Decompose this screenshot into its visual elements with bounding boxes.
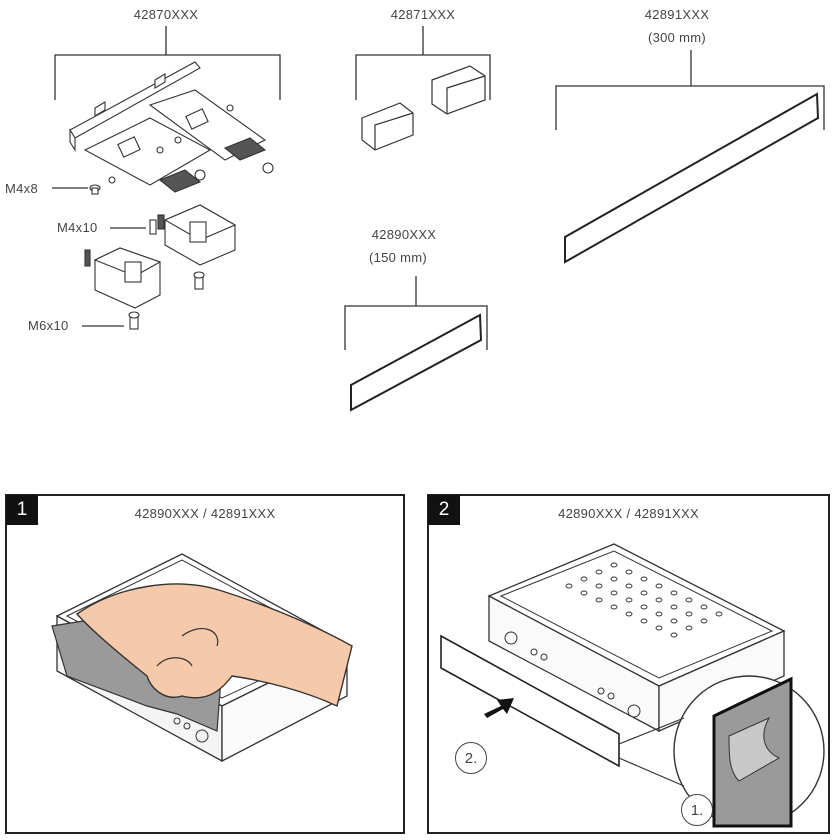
step-1-panel: 1 42890XXX / 42891XXX [5, 494, 405, 834]
trim-strip-150 [350, 313, 483, 412]
part-code-42871: 42871XXX [390, 7, 456, 22]
step-2-panel: 2 42890XXX / 42891XXX [427, 494, 830, 834]
bracket-42891 [555, 50, 825, 130]
part-code-42890: 42890XXX [371, 227, 437, 242]
trim-strip-300 [564, 92, 820, 264]
screw-leaders [52, 187, 146, 327]
step-2-illustration [440, 543, 825, 828]
end-caps-drawing [361, 65, 486, 151]
screw-label-m4x10: M4x10 [57, 220, 98, 235]
step-2-title: 42890XXX / 42891XXX [558, 506, 699, 521]
screws-drawing [84, 184, 205, 330]
step-1-illustration [51, 553, 353, 763]
grille-holes [565, 562, 723, 638]
step-2-number: 2 [428, 495, 460, 525]
callout-1: 1. [681, 794, 713, 826]
housing-drawings [93, 204, 237, 309]
part-length-150: (150 mm) [368, 250, 428, 265]
bracket-42871 [355, 26, 491, 100]
part-length-300: (300 mm) [647, 30, 707, 45]
step-1-title: 42890XXX / 42891XXX [134, 506, 276, 521]
mounting-plate-drawing [69, 61, 274, 193]
step-1-number: 1 [6, 495, 38, 525]
screw-label-m6x10: M6x10 [28, 318, 69, 333]
part-code-42870: 42870XXX [133, 7, 199, 22]
callout-2: 2. [455, 742, 487, 774]
bracket-42870 [54, 26, 281, 100]
part-code-42891: 42891XXX [644, 7, 710, 22]
screw-label-m4x8: M4x8 [5, 181, 38, 196]
bracket-42890 [344, 276, 488, 350]
